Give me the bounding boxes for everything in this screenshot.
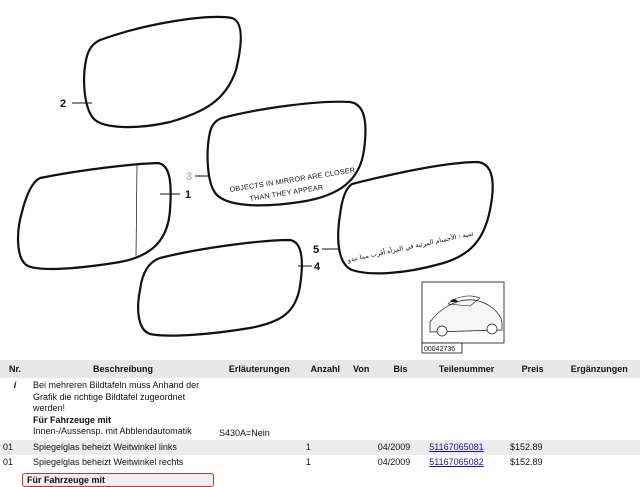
table-row: 01 Spiegelglas beheizt Weitwinkel rechts… bbox=[0, 454, 640, 470]
mirror-glass-3 bbox=[206, 100, 367, 207]
cell-anzahl: 1 bbox=[302, 454, 348, 470]
info-line: Bei mehreren Bildtafeln muss Anhand der bbox=[33, 380, 200, 390]
parts-diagram-svg: 2 3 OBJECTS IN MIRROR ARE CLOSER THAN TH… bbox=[16, 15, 505, 354]
cell-teilenummer: 51167065081 bbox=[426, 439, 507, 455]
cell-teilenummer: 51167065082 bbox=[426, 454, 507, 470]
info-icon: i bbox=[0, 378, 30, 440]
mirror-glass-4 bbox=[137, 238, 303, 337]
part-number-link[interactable]: 51167065081 bbox=[429, 441, 484, 452]
info-line: Grafik die richtige Bildtafel zugeordnet bbox=[33, 391, 186, 402]
table-header-row: Nr. Beschreibung Erläuterungen Anzahl Vo… bbox=[0, 360, 640, 378]
cell-erlaeuterungen bbox=[216, 454, 303, 470]
header-anzahl: Anzahl bbox=[302, 360, 348, 378]
header-nr: Nr. bbox=[0, 360, 30, 378]
info-line: Innen-/Aussensp. mit Abblendautomatik bbox=[33, 426, 192, 436]
info-text: Bei mehreren Bildtafeln muss Anhand der … bbox=[30, 378, 216, 440]
wheel-icon bbox=[486, 323, 498, 335]
header-ergaenzungen: Ergänzungen bbox=[558, 360, 640, 378]
header-beschreibung: Beschreibung bbox=[30, 360, 216, 378]
cell-ergaenzungen bbox=[558, 454, 640, 470]
header-bis: Bis bbox=[374, 360, 427, 378]
header-teilenummer: Teilenummer bbox=[426, 360, 507, 378]
callout-5: 5 bbox=[313, 244, 319, 256]
cell-preis: $152.89 bbox=[506, 439, 559, 455]
callout-1: 1 bbox=[185, 189, 191, 201]
table-row: 01 Spiegelglas beheizt Weitwinkel links … bbox=[0, 439, 640, 455]
parts-table: Nr. Beschreibung Erläuterungen Anzahl Vo… bbox=[0, 360, 640, 470]
callout-3: 3 bbox=[186, 171, 192, 183]
parts-diagram: 2 3 OBJECTS IN MIRROR ARE CLOSER THAN TH… bbox=[16, 15, 505, 354]
info-row: i Bei mehreren Bildtafeln muss Anhand de… bbox=[0, 378, 640, 440]
cell-von bbox=[347, 454, 375, 470]
header-preis: Preis bbox=[506, 360, 559, 378]
info-heading: Für Fahrzeuge mit bbox=[33, 414, 112, 425]
cell-anzahl: 1 bbox=[302, 439, 348, 455]
cell-beschreibung: Spiegelglas beheizt Weitwinkel links bbox=[30, 439, 216, 455]
callout-4: 4 bbox=[314, 261, 321, 273]
cell-nr: 01 bbox=[0, 454, 30, 470]
cell-preis: $152.89 bbox=[506, 454, 559, 470]
cell-bis: 04/2009 bbox=[374, 439, 427, 455]
partial-info-row: Für Fahrzeuge mit bbox=[22, 473, 214, 487]
cell-erlaeuterungen bbox=[216, 439, 303, 455]
mirror-glass-2 bbox=[83, 15, 242, 129]
cell-von bbox=[347, 439, 375, 455]
mirror-glass-5 bbox=[337, 160, 494, 275]
cell-ergaenzungen bbox=[558, 439, 640, 455]
wheel-icon bbox=[436, 325, 448, 337]
thumbnail-code: 00042736 bbox=[424, 346, 455, 353]
cell-nr: 01 bbox=[0, 439, 30, 455]
cell-beschreibung: Spiegelglas beheizt Weitwinkel rechts bbox=[30, 454, 216, 470]
mirror-location-marker bbox=[450, 299, 458, 302]
callout-2: 2 bbox=[60, 98, 66, 110]
vehicle-thumbnail: 00042736 bbox=[421, 281, 505, 354]
mirror-1-heating-divider bbox=[135, 163, 138, 257]
mirror-glass-1 bbox=[16, 161, 172, 271]
part-number-link[interactable]: 51167065082 bbox=[429, 456, 484, 467]
header-erlaeuterungen: Erläuterungen bbox=[216, 360, 303, 378]
info-erlaeuterung: S430A=Nein bbox=[216, 378, 303, 440]
cell-bis: 04/2009 bbox=[374, 454, 427, 470]
info-line: werden! bbox=[33, 403, 66, 413]
header-von: Von bbox=[347, 360, 375, 378]
